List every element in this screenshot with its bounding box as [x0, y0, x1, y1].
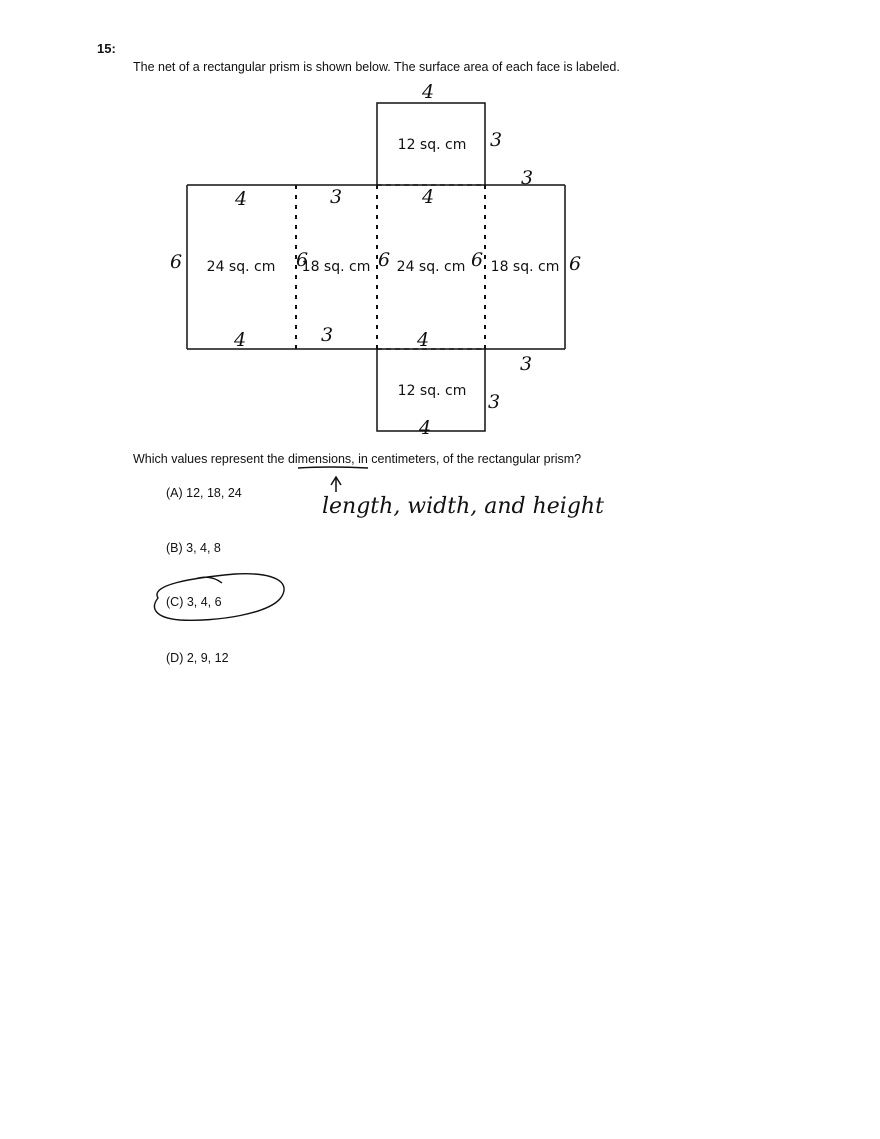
choice-d[interactable]: (D) 2, 9, 12	[166, 651, 229, 665]
edge-mark: 3	[521, 167, 533, 189]
choice-b[interactable]: (B) 3, 4, 8	[166, 541, 221, 555]
edge-mark: 6	[170, 251, 182, 273]
question-number: 15:	[97, 41, 116, 56]
face-label-top: 12 sq. cm	[398, 137, 467, 153]
edge-mark: 6	[378, 249, 390, 271]
edge-mark: 4	[421, 81, 434, 103]
edge-mark: 4	[233, 329, 246, 351]
face-label-bottom: 12 sq. cm	[398, 383, 467, 399]
edge-mark: 6	[471, 249, 483, 271]
choice-c[interactable]: (C) 3, 4, 6	[166, 595, 222, 609]
edge-mark: 3	[321, 324, 333, 346]
edge-mark: 4	[234, 188, 247, 210]
face-label-center: 24 sq. cm	[397, 259, 466, 275]
arrow-up-icon	[330, 475, 342, 492]
handwritten-annotation: length, width, and height	[322, 494, 604, 519]
face-label-left: 24 sq. cm	[207, 259, 276, 275]
question-prompt: The net of a rectangular prism is shown …	[133, 60, 620, 74]
face-label-second: 18 sq. cm	[302, 259, 371, 275]
edge-mark: 4	[418, 417, 431, 439]
handwritten-circle	[153, 573, 285, 621]
edge-mark: 4	[416, 329, 429, 351]
choice-a[interactable]: (A) 12, 18, 24	[166, 486, 242, 500]
edge-mark: 4	[421, 186, 434, 208]
edge-mark: 6	[296, 249, 308, 271]
edge-mark: 3	[520, 353, 532, 375]
handwritten-underline	[297, 466, 369, 469]
edge-mark: 3	[330, 186, 342, 208]
net-face-bottom	[376, 348, 486, 432]
edge-mark: 6	[569, 253, 581, 275]
edge-mark: 3	[488, 391, 500, 413]
edge-mark: 3	[490, 129, 502, 151]
question-stem: Which values represent the dimensions, i…	[133, 452, 582, 466]
question-text: Which values represent the dimensions, i…	[133, 452, 581, 466]
face-label-right: 18 sq. cm	[491, 259, 560, 275]
